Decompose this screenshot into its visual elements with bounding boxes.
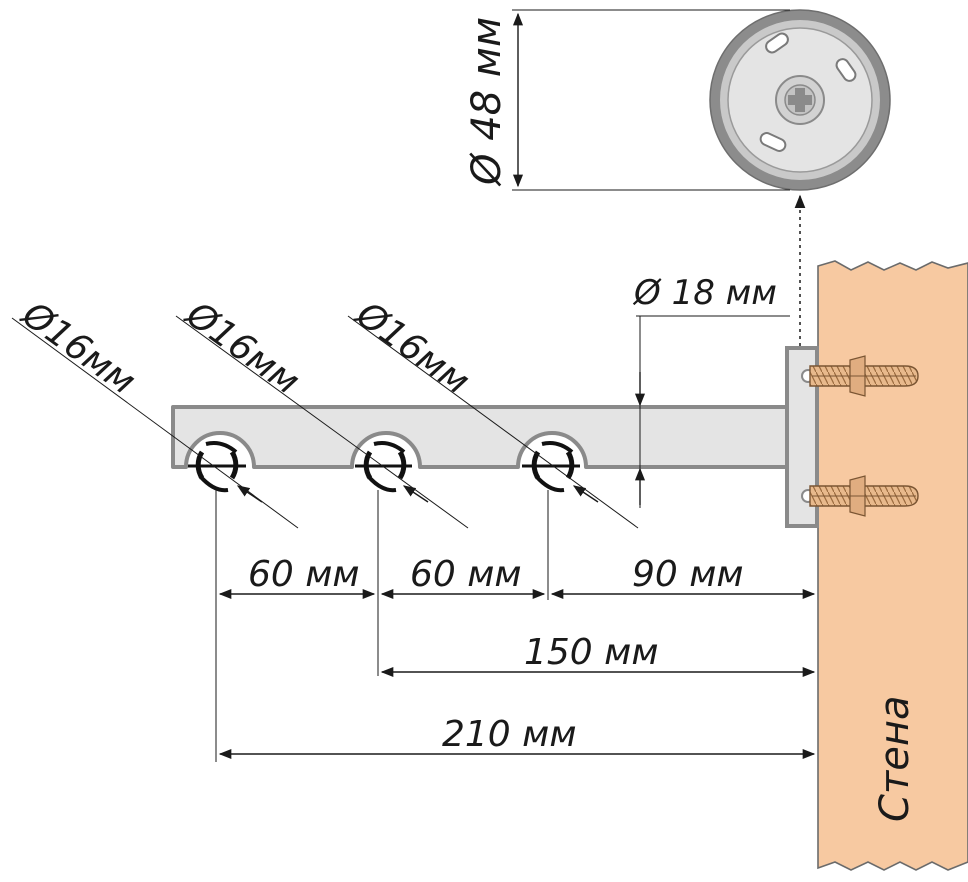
gap-2-label: 60 мм (410, 554, 522, 595)
flange-diameter-label: Ø 48 мм (464, 17, 510, 187)
bracket-diameter-label: Ø 18 мм (632, 273, 777, 313)
wall: Стена (817, 260, 968, 871)
wall-plug-screw-bottom (809, 475, 919, 517)
wall-plug-screw-top (809, 355, 919, 397)
gap-3-label: 90 мм (632, 554, 744, 595)
flange-slot-3 (759, 132, 787, 152)
dimension-gap-2: 60 мм (380, 554, 546, 600)
span-150-label: 150 мм (524, 632, 658, 673)
flange-top-view (709, 9, 891, 191)
wall-body (817, 260, 968, 871)
rod-2-label: Ø16мм (177, 293, 307, 403)
extension-lines (215, 490, 549, 762)
span-210-label: 210 мм (442, 714, 576, 755)
flange-slot-1 (765, 32, 789, 54)
dimension-bracket-diameter: Ø 18 мм (632, 273, 790, 508)
rod-3-label: Ø16мм (347, 293, 477, 403)
flange-slot-2 (835, 58, 857, 82)
screw-head-icon (775, 75, 825, 125)
dimension-gap-3: 90 мм (550, 554, 816, 600)
rod-1-label: Ø16мм (13, 293, 143, 403)
gap-1-label: 60 мм (248, 554, 360, 595)
dimension-span-210: 210 мм (218, 714, 816, 760)
dimension-span-150: 150 мм (380, 632, 816, 678)
rod-holder-2 (355, 441, 412, 493)
dimension-flange-diameter: Ø 48 мм (464, 9, 790, 191)
rod-holder-1 (188, 441, 246, 493)
dimension-gap-1: 60 мм (218, 554, 376, 600)
wall-label: Стена (872, 695, 918, 822)
bracket-arm (171, 405, 789, 469)
